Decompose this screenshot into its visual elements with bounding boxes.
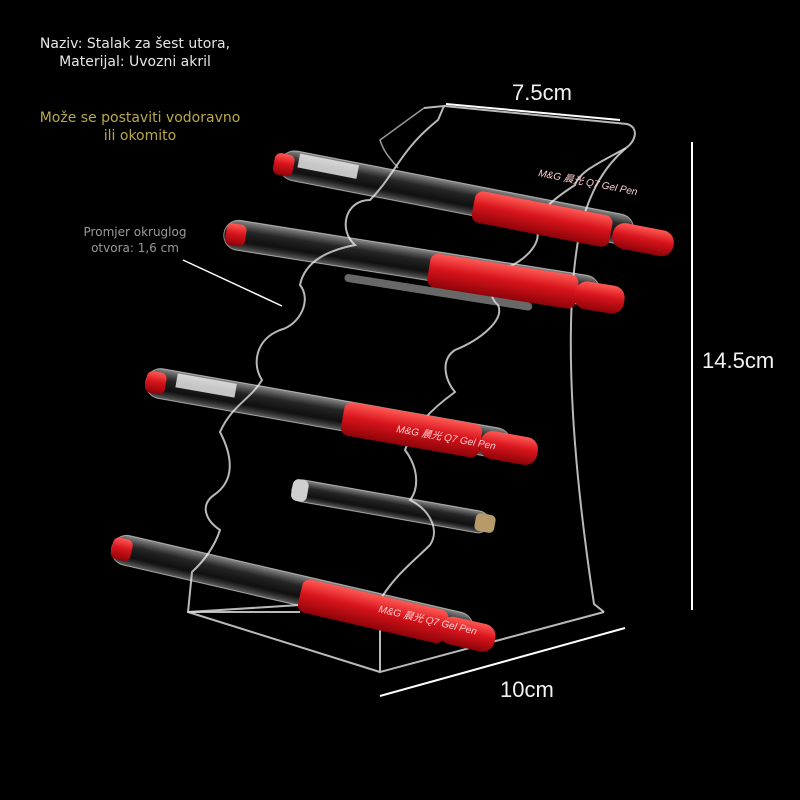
- product-name: Naziv: Stalak za šest utora,: [39, 36, 231, 52]
- product-info-text: Naziv: Stalak za šest utora, Materijal: …: [20, 36, 250, 71]
- dimension-side-label: 14.5cm: [702, 348, 775, 373]
- stand-front-panel: [186, 104, 446, 613]
- dim-line-top: [445, 103, 621, 121]
- hole-diameter-note: Promjer okruglog otvora: 1,6 cm: [60, 225, 210, 256]
- orientation-note: Može se postaviti vodoravno ili okomito: [10, 110, 270, 145]
- hole-line-2: otvora: 1,6 cm: [91, 240, 179, 255]
- dimension-bottom-label: 10cm: [500, 677, 554, 702]
- orientation-line-1: Može se postaviti vodoravno: [39, 110, 241, 126]
- orientation-line-2: ili okomito: [103, 127, 177, 144]
- dim-line-bottom: [379, 627, 626, 697]
- product-material: Materijal: Uvozni akril: [59, 53, 211, 70]
- pen-4: [110, 534, 496, 652]
- pen-3: [145, 368, 538, 465]
- hole-pointer-line: [182, 259, 283, 307]
- hole-line-1: Promjer okruglog: [83, 225, 187, 239]
- pen-refill: [291, 479, 496, 534]
- pen-2: [223, 219, 625, 314]
- dimension-top-label: 7.5cm: [512, 80, 572, 105]
- pen-1-label: M&G 晨光 Q7 Gel Pen: [537, 167, 638, 198]
- pen-1: [272, 150, 674, 257]
